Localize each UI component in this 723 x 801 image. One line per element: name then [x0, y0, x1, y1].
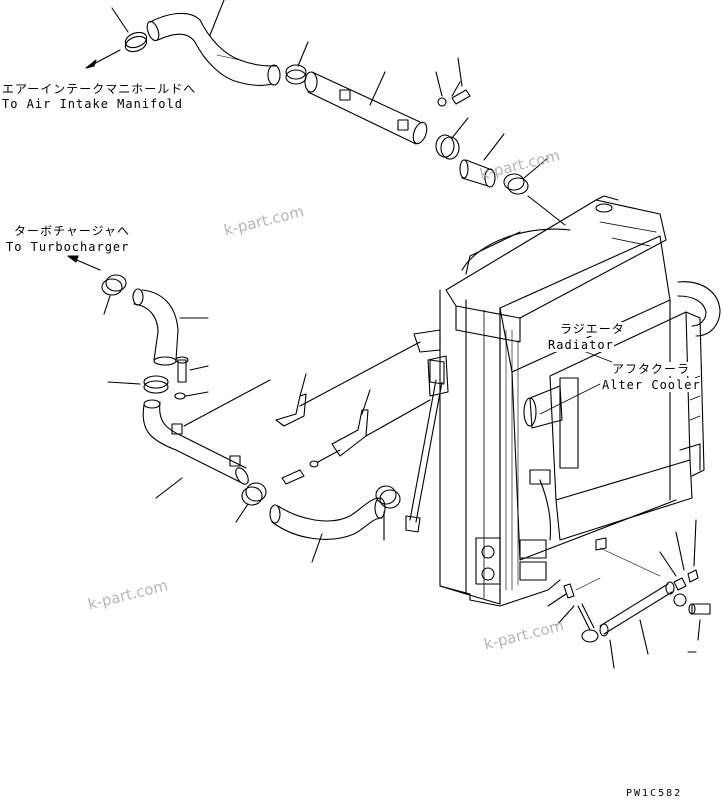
intake-label-jp: エアーインテークマニホールドへ	[2, 82, 197, 96]
radiator-label-en: Radiator	[548, 338, 614, 352]
upper-hose-group	[85, 0, 566, 226]
radiator-label-jp: ラジエータ	[560, 322, 625, 336]
intake-label-en: To Air Intake Manifold	[2, 97, 183, 111]
turbo-hose-group	[67, 255, 401, 563]
radiator-assembly	[405, 195, 721, 607]
turbo-label-en: To Turbocharger	[6, 240, 130, 254]
brackets	[275, 341, 431, 485]
aftercooler-label-en: Alter Cooler	[602, 378, 701, 392]
lower-stay-group	[547, 519, 711, 669]
drawing-code: PW1C582	[626, 788, 683, 799]
turbo-label-jp: ターボチャージャへ	[14, 224, 131, 238]
aftercooler-label-jp: アフタクーラ	[612, 362, 691, 376]
